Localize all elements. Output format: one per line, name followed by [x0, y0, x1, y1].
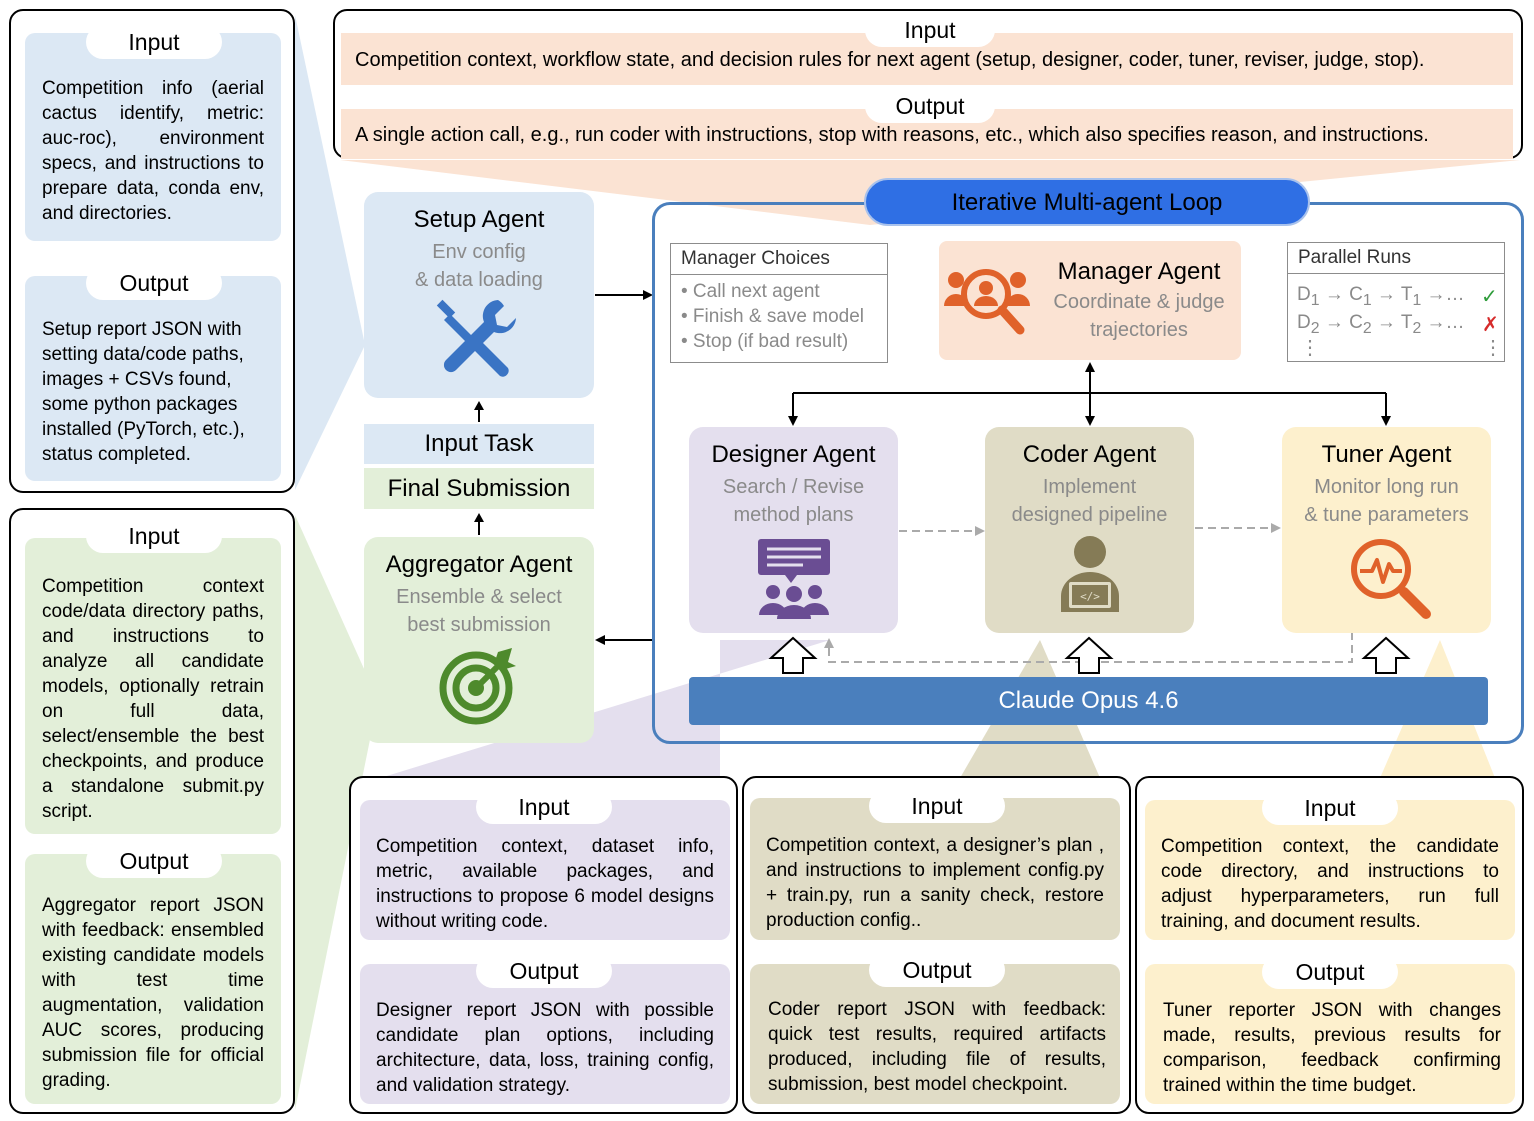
coder-io-panel: Input Competition context, a designer’s …	[742, 776, 1131, 1114]
aggregator-output-tag: Output	[86, 844, 222, 878]
manager-io-panel: Input Competition context, workflow stat…	[333, 9, 1523, 159]
designer-input-tag: Input	[476, 790, 612, 824]
setup-agent-card[interactable]: Setup Agent Env config & data loading	[364, 192, 594, 398]
setup-agent-title: Setup Agent	[413, 206, 545, 233]
setup-output-tag: Output	[86, 266, 222, 300]
tuner-io-panel: Input Competition context, the candidate…	[1135, 776, 1524, 1114]
tuner-agent-card[interactable]: Tuner Agent Monitor long run & tune para…	[1282, 427, 1491, 633]
tuner-agent-desc2: & tune parameters	[1304, 504, 1469, 526]
parallel-more-right: ⋮	[1483, 337, 1503, 359]
parallel-run-1-check: ✓	[1481, 286, 1498, 308]
aggregator-input-text: Competition context code/data directory …	[42, 576, 264, 822]
team-search-icon	[944, 269, 1030, 335]
manager-choices-box: Manager Choices • Call next agent • Fini…	[670, 243, 888, 363]
parallel-more-left: ⋮	[1300, 337, 1320, 359]
tuner-output-tag: Output	[1262, 955, 1398, 989]
aggregator-output-text: Aggregator report JSON with feedback: en…	[42, 895, 264, 1091]
parallel-runs-box: Parallel Runs	[1287, 242, 1505, 362]
final-submission-box: Final Submission	[364, 468, 594, 509]
parallel-run-2: D2 → C2 → T2 →…	[1297, 312, 1465, 337]
designer-agent-title: Designer Agent	[711, 441, 876, 468]
magnifier-pulse-icon	[1351, 539, 1431, 619]
designer-agent-desc1: Search / Revise	[722, 476, 865, 498]
target-icon	[439, 648, 516, 725]
aggregator-output-box	[25, 854, 281, 1104]
manager-choice-3: • Stop (if bad result)	[681, 331, 849, 352]
coder-input-tag: Input	[869, 789, 1005, 823]
aggregator-agent-title: Aggregator Agent	[385, 551, 573, 578]
tuner-agent-desc1: Monitor long run	[1314, 476, 1459, 498]
coder-input-text: Competition context, a designer’s plan ,…	[766, 835, 1104, 931]
aggregator-input-tag: Input	[86, 519, 222, 553]
setup-io-panel: Input Competition info (aerial cactus id…	[9, 9, 295, 493]
aggregator-io-panel: Input Competition context code/data dire…	[9, 508, 295, 1114]
manager-agent-desc2: trajectories	[1090, 319, 1188, 341]
designer-input-text: Competition context, dataset info, metri…	[376, 836, 714, 932]
svg-text:</>: </>	[1080, 590, 1100, 603]
setup-agent-desc2: & data loading	[415, 269, 543, 291]
manager-input-tag: Input	[865, 13, 995, 47]
setup-input-box	[25, 33, 281, 241]
setup-input-tag: Input	[86, 25, 222, 59]
wrench-screwdriver-icon	[436, 299, 516, 377]
coder-output-tag: Output	[869, 953, 1005, 987]
tuner-agent-title: Tuner Agent	[1321, 441, 1452, 468]
coder-agent-title: Coder Agent	[1022, 441, 1157, 468]
manager-output-text: A single action call, e.g., run coder wi…	[355, 124, 1429, 146]
setup-output-text: Setup report JSON with setting data/code…	[42, 319, 245, 465]
aggregator-agent-desc2: best submission	[407, 614, 551, 636]
loop-title: Iterative Multi-agent Loop	[864, 178, 1310, 226]
designer-agent-desc2: method plans	[733, 504, 854, 526]
presentation-team-icon	[758, 539, 830, 619]
coder-agent-desc2: designed pipeline	[1011, 504, 1168, 526]
manager-choices-header: Manager Choices	[671, 244, 887, 275]
tuner-input-tag: Input	[1262, 791, 1398, 825]
claude-model-bar: Claude Opus 4.6	[689, 677, 1488, 725]
designer-output-text: Designer report JSON with possible candi…	[376, 1000, 714, 1096]
coder-agent-desc1: Implement	[1042, 476, 1137, 498]
designer-output-tag: Output	[476, 954, 612, 988]
manager-choice-1: • Call next agent	[681, 281, 820, 302]
manager-agent-title: Manager Agent	[1057, 258, 1221, 285]
aggregator-wedge	[295, 515, 378, 1110]
designer-io-panel: Input Competition context, dataset info,…	[349, 776, 738, 1114]
setup-agent-desc1: Env config	[432, 241, 526, 263]
parallel-run-1: D1 → C1 → T1 →…	[1297, 284, 1465, 309]
coder-laptop-icon: </>	[1061, 536, 1119, 612]
coder-output-box	[750, 964, 1120, 1104]
manager-input-text: Competition context, workflow state, and…	[355, 49, 1425, 71]
aggregator-agent-card[interactable]: Aggregator Agent Ensemble & select best …	[364, 537, 594, 743]
input-task-box: Input Task	[364, 424, 594, 464]
manager-output-tag: Output	[865, 89, 995, 123]
aggregator-agent-desc1: Ensemble & select	[396, 586, 562, 608]
setup-input-text: Competition info (aerial cactus identify…	[42, 78, 264, 224]
parallel-run-2-cross: ✗	[1482, 314, 1499, 336]
manager-agent-desc1: Coordinate & judge	[1053, 291, 1225, 313]
setup-wedge	[295, 15, 365, 490]
coder-output-text: Coder report JSON with feedback: quick t…	[768, 999, 1106, 1095]
aggregator-input-box	[25, 538, 281, 834]
setup-output-box	[25, 276, 281, 481]
parallel-runs-header: Parallel Runs	[1288, 243, 1504, 274]
manager-choice-2: • Finish & save model	[681, 306, 865, 327]
tuner-output-text: Tuner reporter JSON with changes made, r…	[1163, 1000, 1501, 1096]
tuner-input-text: Competition context, the candidate code …	[1161, 836, 1499, 932]
